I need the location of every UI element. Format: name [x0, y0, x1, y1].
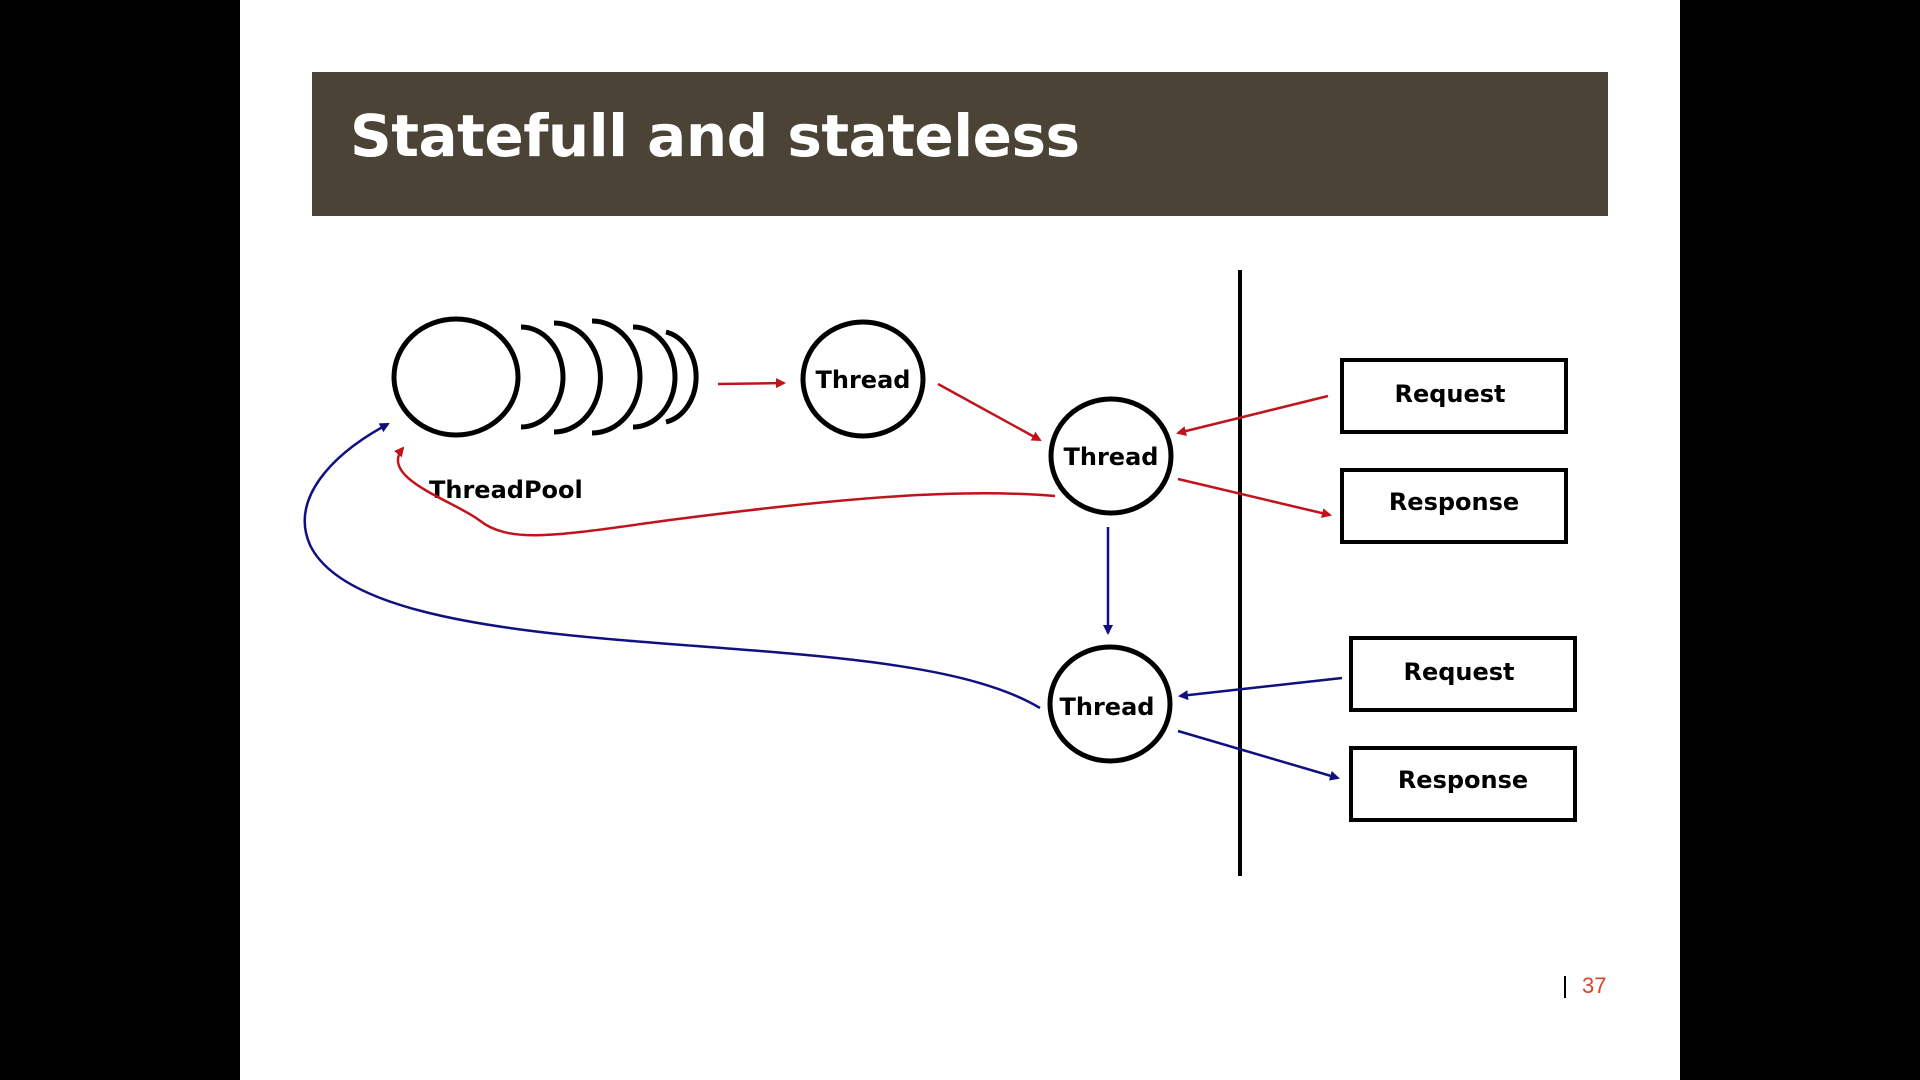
thread-node-2: Thread	[1048, 396, 1174, 516]
arrow-thread3-return-to-pool	[303, 422, 1041, 710]
arrow-thread1-to-thread2	[937, 382, 1042, 442]
title-bar: Statefull and stateless	[312, 72, 1608, 216]
page-number: 37	[1582, 973, 1607, 998]
response-box-2: Response	[1349, 746, 1577, 822]
page-number-separator	[1564, 976, 1566, 998]
threadpool-label: ThreadPool	[429, 476, 583, 504]
request-box-1-label: Request	[1394, 380, 1505, 408]
slide-title: Statefull and stateless	[350, 102, 1080, 170]
slide: Statefull and stateless ThreadPool Threa	[240, 0, 1680, 1080]
response-box-2-label: Response	[1398, 766, 1528, 794]
arrow-request2-to-thread3	[1178, 676, 1343, 701]
thread-node-3-label: Thread	[1060, 693, 1155, 721]
arrow-thread2-return-to-pool	[394, 446, 1056, 537]
response-box-1: Response	[1340, 468, 1568, 544]
thread-node-3: Thread	[1047, 644, 1173, 764]
thread-node-1-label: Thread	[816, 366, 911, 394]
request-box-1: Request	[1340, 358, 1568, 434]
arrow-request1-to-thread2	[1176, 394, 1329, 436]
threadpool-icon	[391, 316, 699, 438]
threadpool-diagram: ThreadPool Thread Thread Thread Request …	[303, 270, 1577, 876]
response-box-1-label: Response	[1389, 488, 1519, 516]
arrow-thread3-to-response2	[1177, 729, 1340, 781]
arrow-pool-to-thread1	[717, 378, 786, 389]
thread-node-1: Thread	[800, 319, 926, 439]
arrow-thread2-to-response1	[1177, 477, 1332, 519]
request-box-2-label: Request	[1403, 658, 1514, 686]
request-box-2: Request	[1349, 636, 1577, 712]
thread-node-2-label: Thread	[1064, 443, 1159, 471]
